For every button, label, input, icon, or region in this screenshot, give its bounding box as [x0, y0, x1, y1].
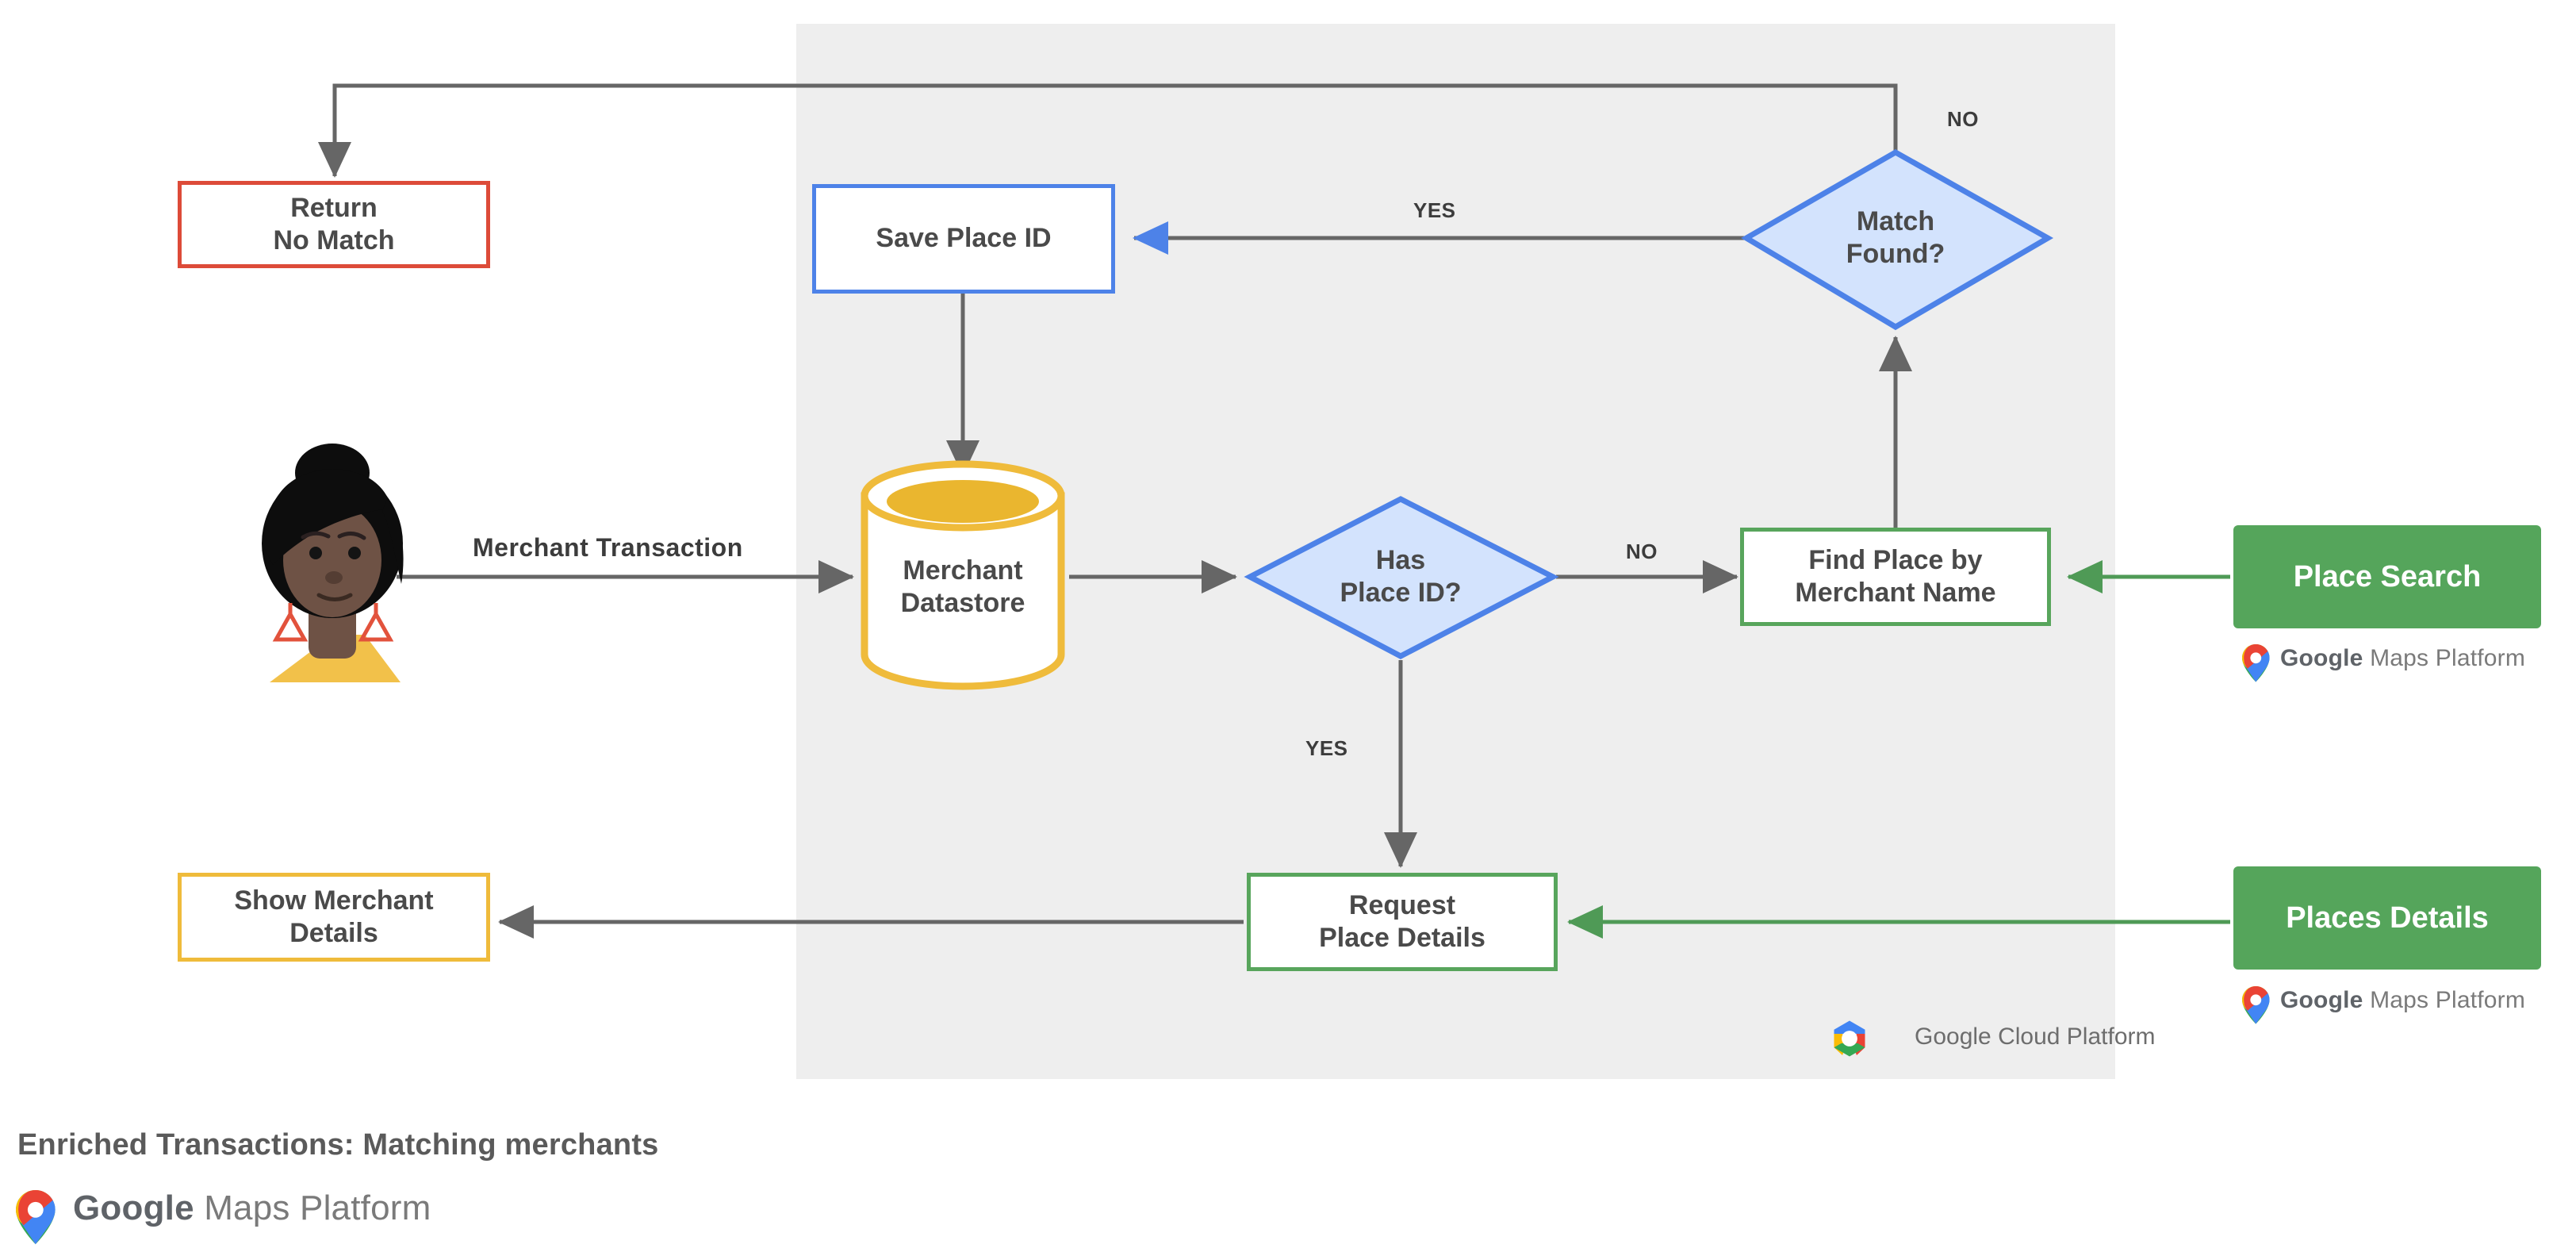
node-line1: Request — [1348, 889, 1456, 920]
node-line1: Find Place by — [1808, 544, 1983, 575]
node-request-place-details[interactable]: Request Place Details — [1247, 873, 1558, 971]
node-find-place-by-merchant-name[interactable]: Find Place by Merchant Name — [1740, 528, 2051, 626]
node-line2: Details — [289, 918, 378, 948]
gcp-attribution-text: Google Cloud Platform — [1915, 1023, 2156, 1050]
maps-pin-placeholder — [2242, 981, 2272, 1020]
node-match-found[interactable]: Match Found? — [1784, 197, 2007, 279]
chip-places-details-label: Places Details — [2286, 901, 2489, 935]
node-line1: Show Merchant — [234, 885, 434, 916]
maps-pin-icon-footer — [16, 1190, 56, 1245]
edge-label-has-place-id-yes: YES — [1305, 736, 1348, 760]
node-merchant-datastore-label: Merchant Datastore — [901, 555, 1025, 620]
attribution-google: Google — [2280, 645, 2363, 671]
chip-place-search[interactable]: Place Search — [2233, 525, 2541, 628]
node-line2: Merchant Name — [1795, 578, 1996, 608]
footer-attribution: Google Maps Platform — [73, 1189, 431, 1228]
edge-label-has-place-id-no: NO — [1626, 540, 1658, 563]
gcp-hex-placeholder — [1862, 1018, 1905, 1056]
attribution-google: Google — [2280, 987, 2363, 1013]
diagram-caption: Enriched Transactions: Matching merchant… — [17, 1128, 659, 1162]
attribution-text: Google Maps Platform — [2280, 987, 2525, 1014]
node-line1: Has — [1375, 544, 1426, 575]
gcp-attribution: Google Cloud Platform — [1862, 1018, 2156, 1056]
node-line1: Return — [290, 192, 378, 223]
attribution-suffix: Maps Platform — [2370, 645, 2526, 671]
node-merchant-datastore[interactable]: Merchant Datastore — [864, 547, 1061, 627]
attribution-place-search: Google Maps Platform — [2242, 639, 2525, 678]
node-line2: Place Details — [1319, 923, 1485, 953]
node-match-found-label: Match Found? — [1846, 205, 1945, 271]
node-line1: Merchant — [903, 555, 1023, 586]
node-return-no-match-label: Return No Match — [274, 192, 395, 258]
node-return-no-match[interactable]: Return No Match — [178, 181, 490, 268]
node-line2: No Match — [273, 225, 395, 255]
edge-label-merchant-transaction: Merchant Transaction — [473, 533, 743, 562]
attribution-text: Google Maps Platform — [2280, 645, 2525, 672]
edge-label-match-found-no: NO — [1947, 107, 1979, 131]
node-show-merchant-details-label: Show Merchant Details — [234, 885, 433, 951]
attribution-suffix: Maps Platform — [2370, 987, 2526, 1013]
node-line2: Place ID? — [1340, 578, 1462, 608]
footer-suffix: Maps Platform — [204, 1189, 431, 1227]
node-line1: Match — [1856, 205, 1935, 236]
node-save-place-id-label: Save Place ID — [876, 223, 1052, 254]
chip-place-search-label: Place Search — [2293, 559, 2482, 593]
node-find-place-label: Find Place by Merchant Name — [1795, 544, 1995, 610]
node-show-merchant-details[interactable]: Show Merchant Details — [178, 873, 490, 962]
node-line2: Datastore — [900, 588, 1025, 618]
node-line2: Found? — [1846, 239, 1945, 269]
edge-label-match-found-yes: YES — [1413, 198, 1456, 222]
node-save-place-id[interactable]: Save Place ID — [812, 184, 1115, 294]
customer-avatar — [262, 444, 404, 682]
node-has-place-id[interactable]: Has Place ID? — [1290, 536, 1512, 618]
footer-google: Google — [73, 1189, 194, 1227]
chip-places-details[interactable]: Places Details — [2233, 866, 2541, 970]
maps-pin-placeholder — [2242, 639, 2272, 678]
node-request-place-details-label: Request Place Details — [1319, 889, 1485, 955]
node-has-place-id-label: Has Place ID? — [1340, 544, 1461, 610]
footer-attribution-text: Google Maps Platform — [73, 1189, 431, 1228]
attribution-places-details: Google Maps Platform — [2242, 981, 2525, 1020]
